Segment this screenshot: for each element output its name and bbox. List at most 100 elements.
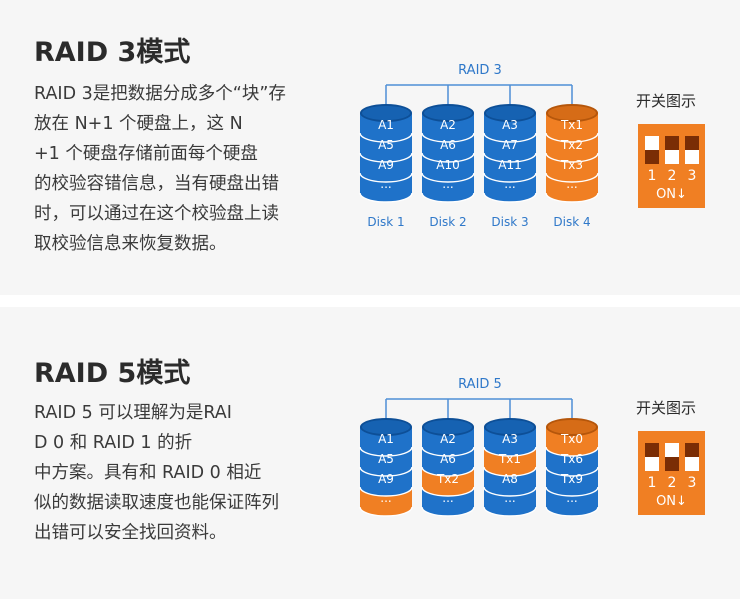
disk-separator	[421, 486, 475, 497]
disk-name: Disk 1	[367, 215, 404, 229]
disk-segment-label: A9	[378, 472, 394, 486]
disk-segment-label: A1	[378, 118, 394, 132]
disk-separator	[359, 172, 413, 183]
switch-number: 3	[687, 475, 697, 491]
disk-name: Disk 3	[491, 215, 528, 229]
disk-segment-label: ...	[504, 177, 515, 191]
disk-cylinder: A3Tx1A8...	[483, 418, 537, 517]
disk-separator	[483, 506, 537, 517]
disk-segment-label: A3	[502, 432, 518, 446]
disk-separator	[359, 466, 413, 477]
disk-separator	[545, 172, 599, 183]
raid3-panel: RAID 3模式 RAID 3是把数据分成多个“块”存放在 N+1 个硬盘上，这…	[0, 0, 740, 295]
disk-segment-label: ...	[380, 177, 391, 191]
disk-segment-label: A5	[378, 138, 394, 152]
switch-on-label: ON↓	[656, 494, 687, 509]
disk-separator	[359, 446, 413, 457]
disk-segment-label: Tx6	[560, 452, 583, 466]
switch-number: 2	[667, 475, 677, 491]
disk-top-highlight	[362, 106, 410, 120]
disk-cylinder: A1A5A9...	[359, 418, 413, 517]
disk-cylinder: A2A6A10...	[421, 104, 475, 203]
disk-segment-label: ...	[380, 491, 391, 505]
disk-segment-label: Tx9	[560, 472, 583, 486]
disk-separator	[421, 172, 475, 183]
switch-number: 1	[647, 475, 657, 491]
disk-separator	[483, 466, 537, 477]
switch-knob	[685, 136, 699, 150]
disk-cylinder: A1A5A9...	[359, 104, 413, 203]
switch-knob	[645, 443, 659, 457]
disk-segment-label: A11	[498, 158, 521, 172]
disk-name: Disk 4	[553, 215, 590, 229]
raid5-switch-title: 开关图示	[636, 399, 697, 417]
disk-separator	[483, 172, 537, 183]
switch-on-label: ON↓	[656, 187, 687, 202]
disk-segment-label: Tx1	[498, 452, 521, 466]
switch-slot	[645, 443, 659, 471]
disk-separator	[359, 132, 413, 143]
disk-segment-label: A2	[440, 432, 456, 446]
switch-slot	[665, 136, 679, 164]
switch-slot	[645, 136, 659, 164]
raid5-diagram: RAID 5A1A5A9...A2A6Tx2...A3Tx1A8...Tx0Tx…	[359, 377, 599, 517]
disk-separator	[545, 132, 599, 143]
disk-separator	[545, 466, 599, 477]
raid3-title: RAID 3模式	[34, 37, 191, 68]
disk-separator	[483, 486, 537, 497]
disk-segment-label: ...	[504, 491, 515, 505]
disk-separator	[421, 466, 475, 477]
disk-separator	[483, 132, 537, 143]
disk-top-highlight	[486, 106, 534, 120]
disk-cylinder: A3A7A11...	[483, 104, 537, 203]
disk-segment-label: Tx3	[560, 158, 583, 172]
switch-number: 2	[667, 168, 677, 184]
disk-segment-label: Tx2	[436, 472, 459, 486]
disk-segment-label: Tx0	[560, 432, 583, 446]
disk-segment-label: A9	[378, 158, 394, 172]
switch-knob	[685, 443, 699, 457]
disk-separator	[359, 486, 413, 497]
disk-separator	[421, 192, 475, 203]
disk-segment-label: A8	[502, 472, 518, 486]
switch-slot	[665, 443, 679, 471]
disk-separator	[545, 152, 599, 163]
disk-top-highlight	[424, 106, 472, 120]
disk-cylinder: A2A6Tx2...	[421, 418, 475, 517]
raid3-switch-title: 开关图示	[636, 92, 697, 110]
disk-cylinder: Tx1Tx2Tx3...	[545, 104, 599, 203]
disk-segment-label: ...	[566, 177, 577, 191]
disk-segment-label: ...	[442, 177, 453, 191]
diagram-label: RAID 5	[458, 377, 502, 392]
disk-separator	[359, 192, 413, 203]
disk-separator	[483, 192, 537, 203]
disk-top-highlight	[548, 106, 596, 120]
disk-separator	[483, 152, 537, 163]
disk-separator	[421, 132, 475, 143]
disk-separator	[359, 506, 413, 517]
disk-segment-label: A6	[440, 452, 456, 466]
disk-segment-label: ...	[566, 491, 577, 505]
disk-segment-label: A2	[440, 118, 456, 132]
disk-top-highlight	[362, 420, 410, 434]
disk-segment-label: A10	[436, 158, 459, 172]
switch-knob	[645, 150, 659, 164]
disk-segment-label: A6	[440, 138, 456, 152]
switch-knob	[665, 457, 679, 471]
disk-name: Disk 2	[429, 215, 466, 229]
disk-segment-label: A1	[378, 432, 394, 446]
disk-separator	[483, 446, 537, 457]
disk-segment-label: A3	[502, 118, 518, 132]
switch-slot	[685, 136, 699, 164]
diagram-label: RAID 3	[458, 63, 502, 78]
disk-separator	[545, 446, 599, 457]
disk-separator	[421, 446, 475, 457]
disk-segment-label: ...	[442, 491, 453, 505]
raid3-description: RAID 3是把数据分成多个“块”存放在 N+1 个硬盘上，这 N+1 个硬盘存…	[34, 84, 286, 254]
